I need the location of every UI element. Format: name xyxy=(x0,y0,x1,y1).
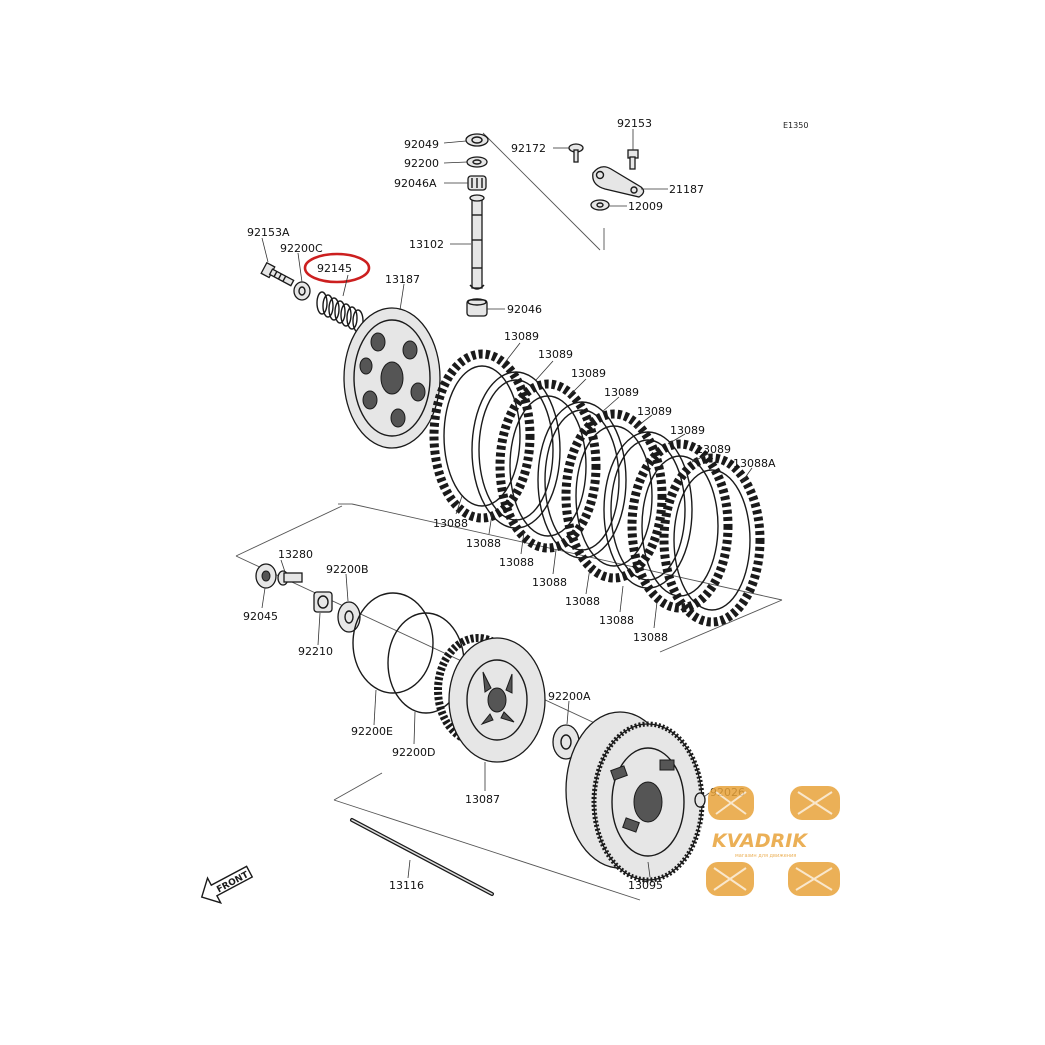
part-pin-13280[interactable] xyxy=(277,570,303,586)
part-screw-92172[interactable] xyxy=(568,143,584,163)
group-frame-line xyxy=(333,772,383,801)
part-clutch-hub-13087[interactable] xyxy=(434,634,546,763)
label-13087: 13087 xyxy=(465,793,500,806)
label-13095: 13095 xyxy=(628,879,663,892)
label-13089-6: 13089 xyxy=(670,424,705,437)
part-release-shaft-13102[interactable] xyxy=(469,194,485,290)
label-13088-1: 13088 xyxy=(433,517,468,530)
part-spring-92145[interactable] xyxy=(316,291,364,333)
group-frame-line xyxy=(333,799,641,901)
label-13089-2: 13089 xyxy=(538,348,573,361)
label-92200d: 92200D xyxy=(392,746,435,759)
front-direction-arrow: FRONT xyxy=(200,865,254,904)
label-13089-7: 13089 xyxy=(696,443,731,456)
group-frame-line xyxy=(659,599,783,653)
group-frame-line xyxy=(482,132,601,251)
label-13088-4: 13088 xyxy=(532,576,567,589)
label-92200: 92200 xyxy=(404,157,439,170)
part-washer-12009[interactable] xyxy=(590,199,610,211)
label-92153a: 92153A xyxy=(247,226,290,239)
label-92200a: 92200A xyxy=(548,690,591,703)
label-13088a: 13088A xyxy=(733,457,776,470)
part-friction-plate-13088-3[interactable] xyxy=(561,409,667,583)
label-13088-5: 13088 xyxy=(565,595,600,608)
watermark-brand: KVADRIK xyxy=(712,830,808,852)
label-13088-7: 13088 xyxy=(633,631,668,644)
plates xyxy=(429,349,765,627)
label-92145: 92145 xyxy=(317,262,352,275)
label-13089-1: 13089 xyxy=(504,330,539,343)
label-92200c: 92200C xyxy=(280,242,323,255)
plate-stack-group: 13089 13089 13089 13089 13089 13089 1308… xyxy=(338,330,783,653)
part-bolt-92153[interactable] xyxy=(627,149,639,170)
part-ring-92200e[interactable] xyxy=(352,592,434,694)
part-bearing-92046[interactable] xyxy=(466,298,488,317)
label-92046a: 92046A xyxy=(394,177,437,190)
label-13088-2: 13088 xyxy=(466,537,501,550)
watermark-logo: KVADRIK магазин для движения xyxy=(700,786,846,896)
label-13102: 13102 xyxy=(409,238,444,251)
pressure-plate-group: 92153A 92200C 92145 13187 xyxy=(247,226,441,449)
label-21187: 21187 xyxy=(669,183,704,196)
label-92153: 92153 xyxy=(617,117,652,130)
label-92172: 92172 xyxy=(511,142,546,155)
part-washer-92200[interactable] xyxy=(466,156,488,168)
label-92210: 92210 xyxy=(298,645,333,658)
label-13088-3: 13088 xyxy=(499,556,534,569)
part-friction-plate-13088-1[interactable] xyxy=(429,349,535,523)
part-bolt-92153a[interactable] xyxy=(260,261,295,289)
part-oil-seal-92049[interactable] xyxy=(465,133,489,147)
part-pressure-plate-13187[interactable] xyxy=(343,307,441,449)
label-92200e: 92200E xyxy=(351,725,393,738)
label-92045: 92045 xyxy=(243,610,278,623)
part-friction-plate-13088-2[interactable] xyxy=(495,379,601,553)
label-13088-6: 13088 xyxy=(599,614,634,627)
label-12009: 12009 xyxy=(628,200,663,213)
part-washer-92200b[interactable] xyxy=(337,601,361,633)
label-92049: 92049 xyxy=(404,138,439,151)
label-13089-5: 13089 xyxy=(637,405,672,418)
diagram-code: E1350 xyxy=(783,121,808,130)
part-friction-plate-13088-4[interactable] xyxy=(627,439,733,613)
group-frame-line xyxy=(235,505,343,557)
part-collar-92026[interactable] xyxy=(694,792,706,808)
lower-assembly-group: FRONT 13280 92045 92200B 92210 92200E 92… xyxy=(200,505,745,904)
label-13116: 13116 xyxy=(389,879,424,892)
group-frame-line xyxy=(351,503,783,601)
part-lever-21187[interactable] xyxy=(592,166,645,198)
part-clutch-housing-13095[interactable] xyxy=(565,711,705,883)
label-13089-3: 13089 xyxy=(571,367,606,380)
part-push-rod-13116[interactable] xyxy=(350,818,494,896)
label-92200b: 92200B xyxy=(326,563,369,576)
label-92046: 92046 xyxy=(507,303,542,316)
part-washer-92200c[interactable] xyxy=(293,281,311,301)
part-friction-plate-13088a[interactable] xyxy=(659,453,765,627)
highlight-ring-92145 xyxy=(303,252,371,284)
label-13089-4: 13089 xyxy=(604,386,639,399)
part-nut-92210[interactable] xyxy=(313,591,333,613)
part-bearing-92046a[interactable] xyxy=(467,175,487,191)
label-13280: 13280 xyxy=(278,548,313,561)
release-mechanism-group: 92049 92200 92046A 13102 92046 92172 921… xyxy=(394,117,704,317)
part-bearing-92045[interactable] xyxy=(255,563,277,589)
watermark-tagline: магазин для движения xyxy=(735,853,796,859)
label-13187: 13187 xyxy=(385,273,420,286)
